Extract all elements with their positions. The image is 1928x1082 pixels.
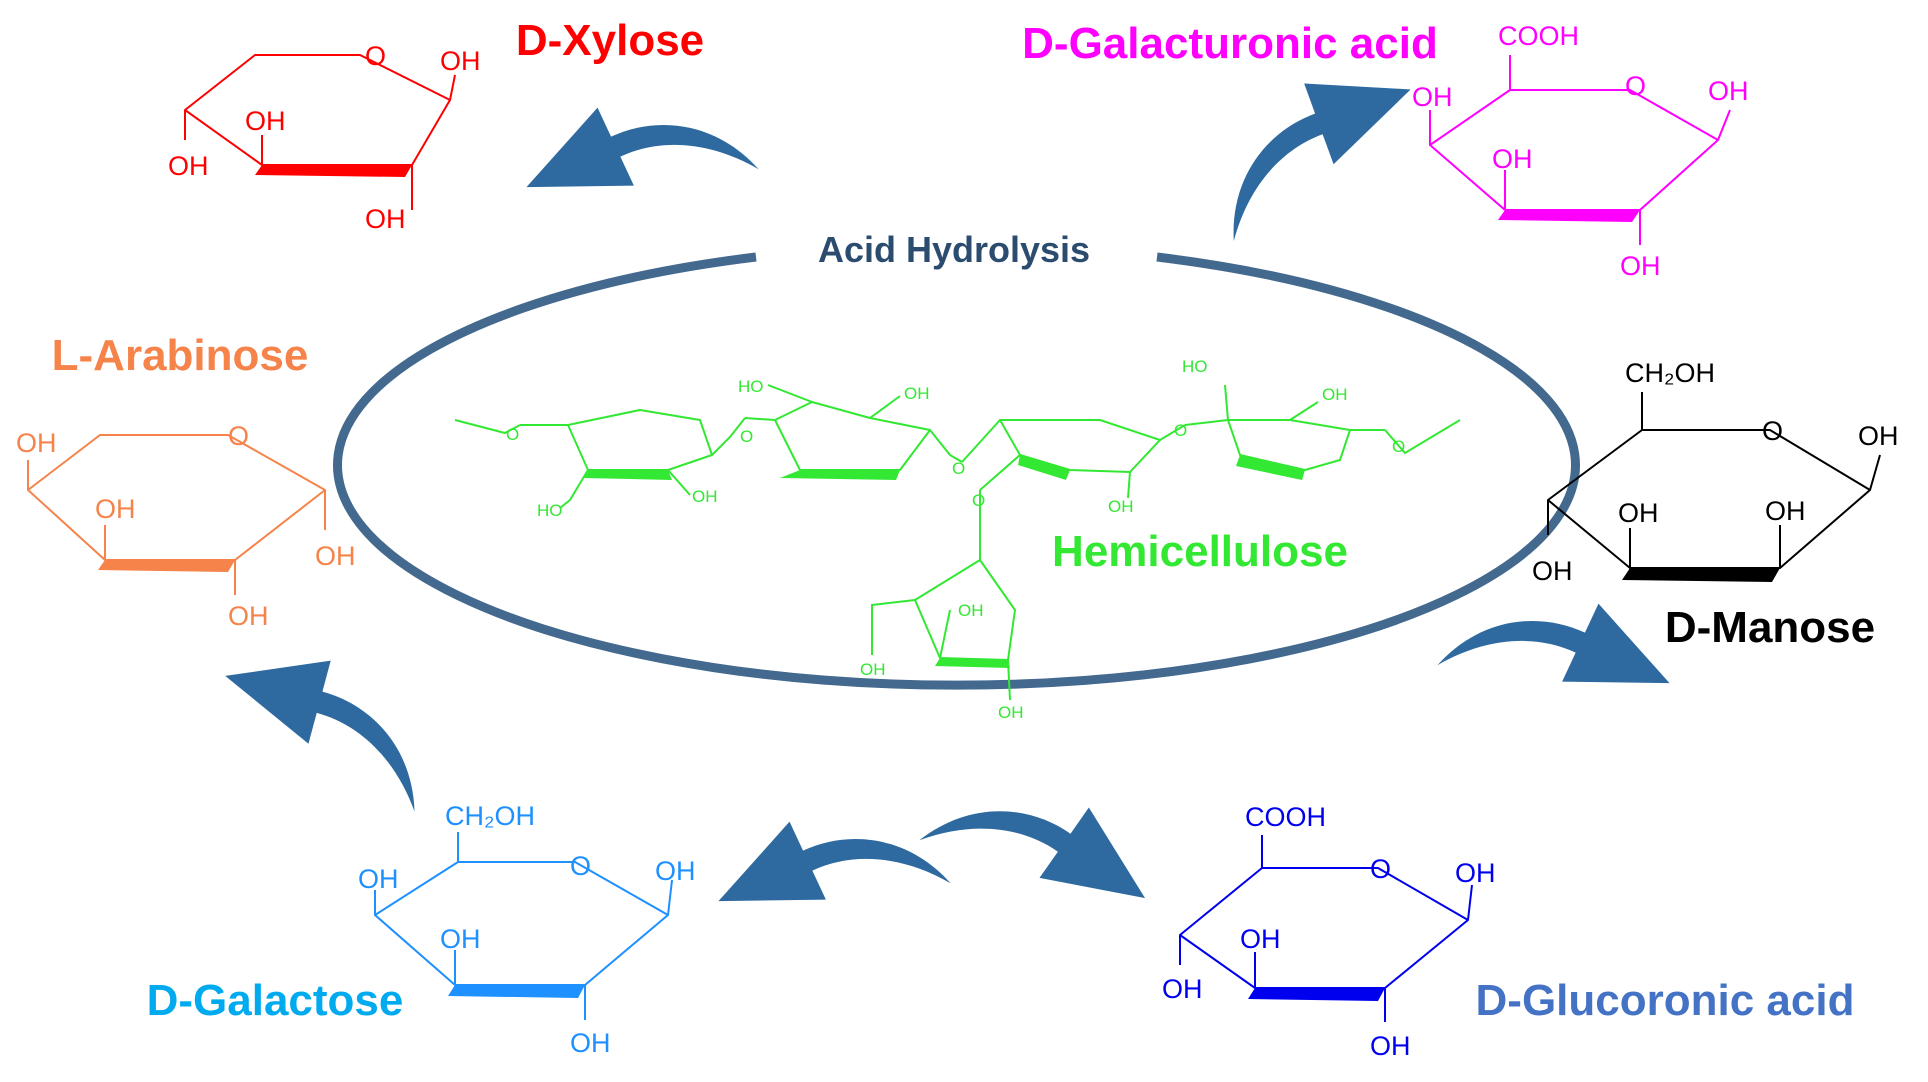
hc-ho-2: HO — [738, 377, 764, 396]
hc-oh-5: OH — [958, 601, 984, 620]
galacturonic-structure — [1429, 55, 1731, 245]
arrow-to-galactose — [700, 770, 951, 976]
galacturonic-name: D-Galacturonic acid — [1022, 19, 1438, 68]
hc-oh-6: OH — [860, 660, 886, 679]
arabinose-oh-left: OH — [16, 428, 57, 458]
manose-oh-anomeric: OH — [1858, 421, 1899, 451]
xylose-name: D-Xylose — [516, 16, 704, 65]
galacturonic-oh-mid: OH — [1492, 144, 1533, 174]
xylose-labels: O OH OH OH OH — [168, 41, 481, 234]
galacturonic-oh-anomeric: OH — [1708, 76, 1749, 106]
hc-o-5: O — [506, 425, 519, 444]
xylose-oh-2: OH — [245, 106, 286, 136]
glucoronic-structure — [1179, 835, 1473, 1022]
galacturonic-labels: COOH O OH OH OH OH — [1412, 21, 1749, 281]
glucoronic-oh-left: OH — [1162, 974, 1203, 1004]
arrows — [203, 49, 1688, 976]
hc-oh-7: OH — [998, 703, 1024, 722]
manose-name: D-Manose — [1665, 603, 1875, 652]
xylose-structure — [184, 54, 456, 210]
galactose-ring-o: O — [570, 851, 591, 881]
hc-o-4: O — [1392, 437, 1405, 456]
hc-oh-4: OH — [1322, 385, 1348, 404]
galactose-oh-mid: OH — [440, 924, 481, 954]
manose-oh-right: OH — [1765, 496, 1806, 526]
arabinose-structure — [27, 434, 326, 595]
arrow-to-glucoronic — [919, 738, 1170, 966]
glucoronic-name: D-Glucoronic acid — [1476, 976, 1855, 1025]
glucoronic-oh-bottom: OH — [1370, 1031, 1411, 1061]
hemicellulose-structure — [454, 384, 1461, 701]
hc-oh-1: OH — [692, 487, 718, 506]
glucoronic-oh-mid: OH — [1240, 924, 1281, 954]
xylose-oh-3: OH — [168, 151, 209, 181]
glucoronic-ring-o: O — [1370, 854, 1391, 884]
arabinose-ring-o: O — [228, 421, 249, 451]
hemicellulose-labels: HO OH HO OH OH HO OH OH OH OH O O O O O … — [506, 357, 1405, 722]
galacturonic-oh-left: OH — [1412, 82, 1453, 112]
arrow-to-arabinose — [203, 635, 447, 812]
galactose-structure — [374, 832, 673, 1020]
manose-structure — [1547, 392, 1881, 582]
arrow-to-galacturonic — [1191, 49, 1439, 242]
xylose-oh-anomeric: OH — [440, 46, 481, 76]
reaction-ellipse — [333, 252, 1580, 690]
hc-o-3: O — [1174, 421, 1187, 440]
arabinose-oh-mid: OH — [95, 494, 136, 524]
hemicellulose-name: Hemicellulose — [1052, 527, 1348, 576]
process-label: Acid Hydrolysis — [818, 229, 1090, 270]
glucoronic-oh-anomeric: OH — [1455, 858, 1496, 888]
xylose-oh-4: OH — [365, 204, 406, 234]
hc-ho-1: HO — [537, 501, 563, 520]
glucoronic-cooh: COOH — [1245, 802, 1326, 832]
hc-o-1: O — [740, 427, 753, 446]
xylose-ring-o: O — [365, 41, 386, 71]
hc-o-6: O — [972, 491, 985, 510]
galacturonic-cooh: COOH — [1498, 21, 1579, 51]
arabinose-labels: O OH OH OH OH — [16, 421, 356, 631]
galactose-labels: CH₂OH O OH OH OH OH — [358, 801, 696, 1058]
galactose-oh-left: OH — [358, 864, 399, 894]
manose-oh-mid: OH — [1618, 498, 1659, 528]
galactose-oh-anomeric: OH — [655, 856, 696, 886]
galactose-oh-bottom: OH — [570, 1028, 611, 1058]
arabinose-oh-bottom: OH — [228, 601, 269, 631]
galactose-name: D-Galactose — [147, 976, 404, 1025]
arrow-to-xylose — [508, 56, 759, 262]
manose-ring-o: O — [1762, 416, 1783, 446]
hc-oh-2: OH — [904, 384, 930, 403]
manose-ch2oh: CH₂OH — [1625, 358, 1715, 388]
hc-ho-3: HO — [1182, 357, 1208, 376]
galacturonic-oh-bottom: OH — [1620, 251, 1661, 281]
arabinose-oh-right: OH — [315, 541, 356, 571]
manose-labels: CH₂OH O OH OH OH OH — [1532, 358, 1899, 586]
galactose-ch2oh: CH₂OH — [445, 801, 535, 831]
hc-oh-3: OH — [1108, 497, 1134, 516]
arabinose-name: L-Arabinose — [52, 331, 309, 380]
galacturonic-ring-o: O — [1625, 71, 1646, 101]
hc-o-2: O — [952, 459, 965, 478]
glucoronic-labels: COOH O OH OH OH OH — [1162, 802, 1496, 1061]
manose-oh-left: OH — [1532, 556, 1573, 586]
